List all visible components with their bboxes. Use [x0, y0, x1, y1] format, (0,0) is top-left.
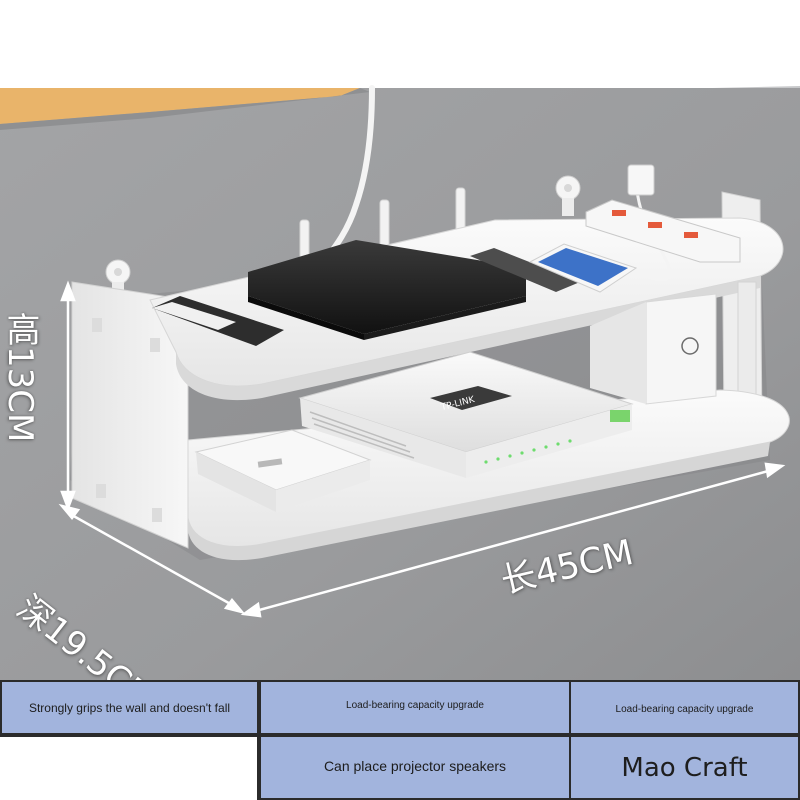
feature-text-grip: Strongly grips the wall and doesn't fall — [28, 700, 231, 715]
feature-cell-brand: Mao Craft — [569, 735, 800, 800]
product-photo: TP-LINK — [0, 0, 800, 680]
feature-cell-empty — [0, 735, 259, 800]
wall-hook-right — [555, 175, 581, 216]
top-shelf-edge — [176, 276, 760, 401]
switch-leds — [484, 439, 572, 464]
dimension-lines — [58, 280, 786, 618]
router-logo-plate — [430, 386, 512, 410]
feature-cell-load-bearing: Load-bearing capacity upgrade — [259, 680, 571, 735]
height-dimension-label: 高13CM — [0, 312, 40, 443]
bottom-shelf-edge — [188, 442, 770, 561]
feature-cell-grip: Strongly grips the wall and doesn't fall — [0, 680, 259, 735]
charger-plug — [627, 164, 655, 196]
brand-name: Mao Craft — [621, 752, 748, 783]
speaker-box — [645, 293, 717, 405]
ceiling-wood-overlay — [0, 88, 360, 124]
feature-text-speakers: Can place projector speakers — [323, 757, 507, 774]
switch-vents — [309, 411, 415, 459]
shelf-column — [737, 281, 757, 403]
ceiling-shadow — [0, 88, 370, 130]
feature-cell-load-bearing-2: Load-bearing capacity upgrade — [569, 680, 800, 735]
feature-cell-speakers: Can place projector speakers — [259, 735, 571, 800]
feature-text-load-bearing: Load-bearing capacity upgrade — [346, 700, 484, 711]
router-black-top — [248, 240, 526, 334]
feature-grid: Strongly grips the wall and doesn't fall… — [0, 680, 800, 800]
backdrop-top — [0, 0, 800, 90]
feature-text-load-bearing-2: Load-bearing capacity upgrade — [615, 704, 754, 715]
remote-control-2 — [470, 248, 580, 292]
